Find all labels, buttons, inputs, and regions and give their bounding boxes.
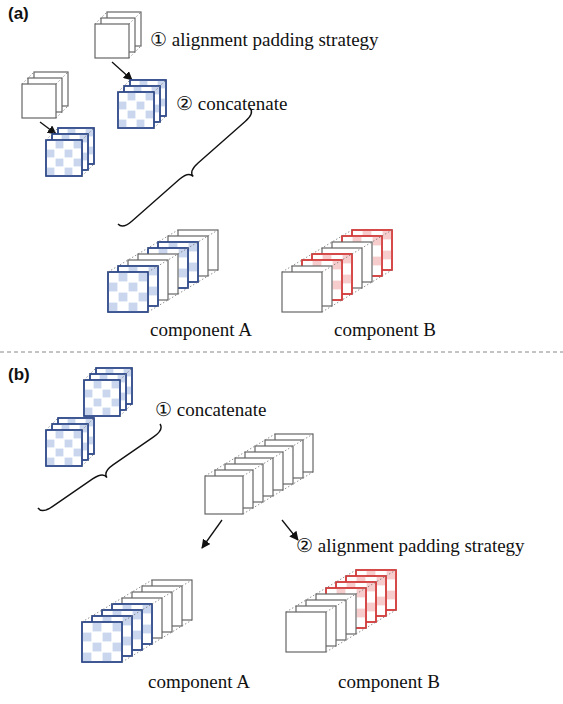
step-label: ① concatenate: [155, 400, 266, 421]
tensor-stack: [46, 418, 94, 466]
tensor-stack: [84, 368, 132, 416]
step-arrow: [112, 62, 132, 80]
curly-brace: [118, 108, 259, 235]
tensor-stack: [108, 230, 218, 312]
tensor-stack: [46, 128, 94, 176]
panel-label: (b): [8, 366, 30, 385]
panel-label: (a): [8, 5, 29, 24]
step-label: component B: [338, 672, 440, 693]
tensor-stack: [22, 72, 68, 118]
step-label: component B: [334, 320, 436, 341]
tensor-stack: [118, 80, 166, 128]
tensor-stack: [205, 434, 313, 514]
step-label: ② alignment padding strategy: [296, 536, 525, 557]
step-arrow: [282, 520, 298, 540]
separator-line: [0, 352, 563, 353]
step-label: component A: [150, 320, 252, 341]
step-arrow: [202, 520, 222, 548]
step-label: ② concatenate: [176, 94, 287, 115]
tensor-stack: [286, 570, 396, 652]
step-label: component A: [148, 672, 250, 693]
tensor-stack: [282, 230, 392, 312]
curly-brace: [38, 424, 168, 520]
tensor-stack: [82, 580, 192, 662]
step-label: ① alignment padding strategy: [150, 30, 379, 51]
tensor-stack: [95, 12, 141, 58]
